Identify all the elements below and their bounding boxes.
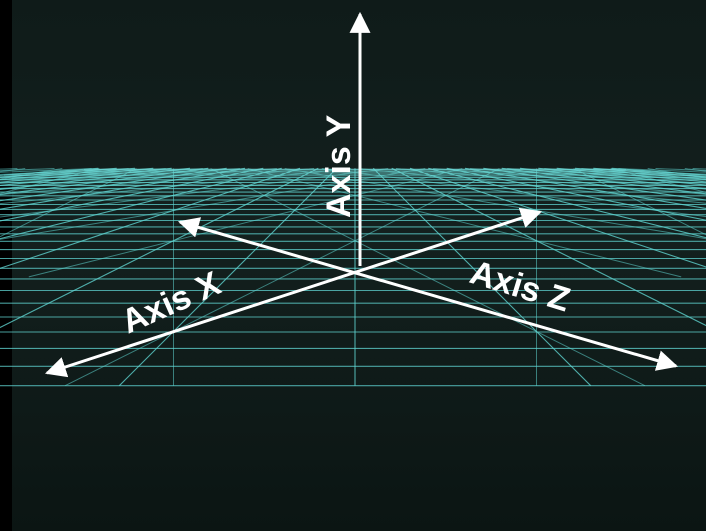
grid-diagonal xyxy=(0,168,92,173)
left-black-border xyxy=(0,0,12,531)
grid-diagonal xyxy=(692,168,706,170)
axis-z-arrow xyxy=(177,217,679,371)
grid-diagonal xyxy=(618,168,706,173)
grid-diagonal xyxy=(0,168,18,170)
coordinate-axes xyxy=(45,11,679,378)
grid-diagonal xyxy=(655,168,706,172)
grid-horizon-glow xyxy=(0,168,706,205)
axis-y-label: Axis Y xyxy=(320,114,358,218)
grid-diagonal xyxy=(0,168,26,173)
